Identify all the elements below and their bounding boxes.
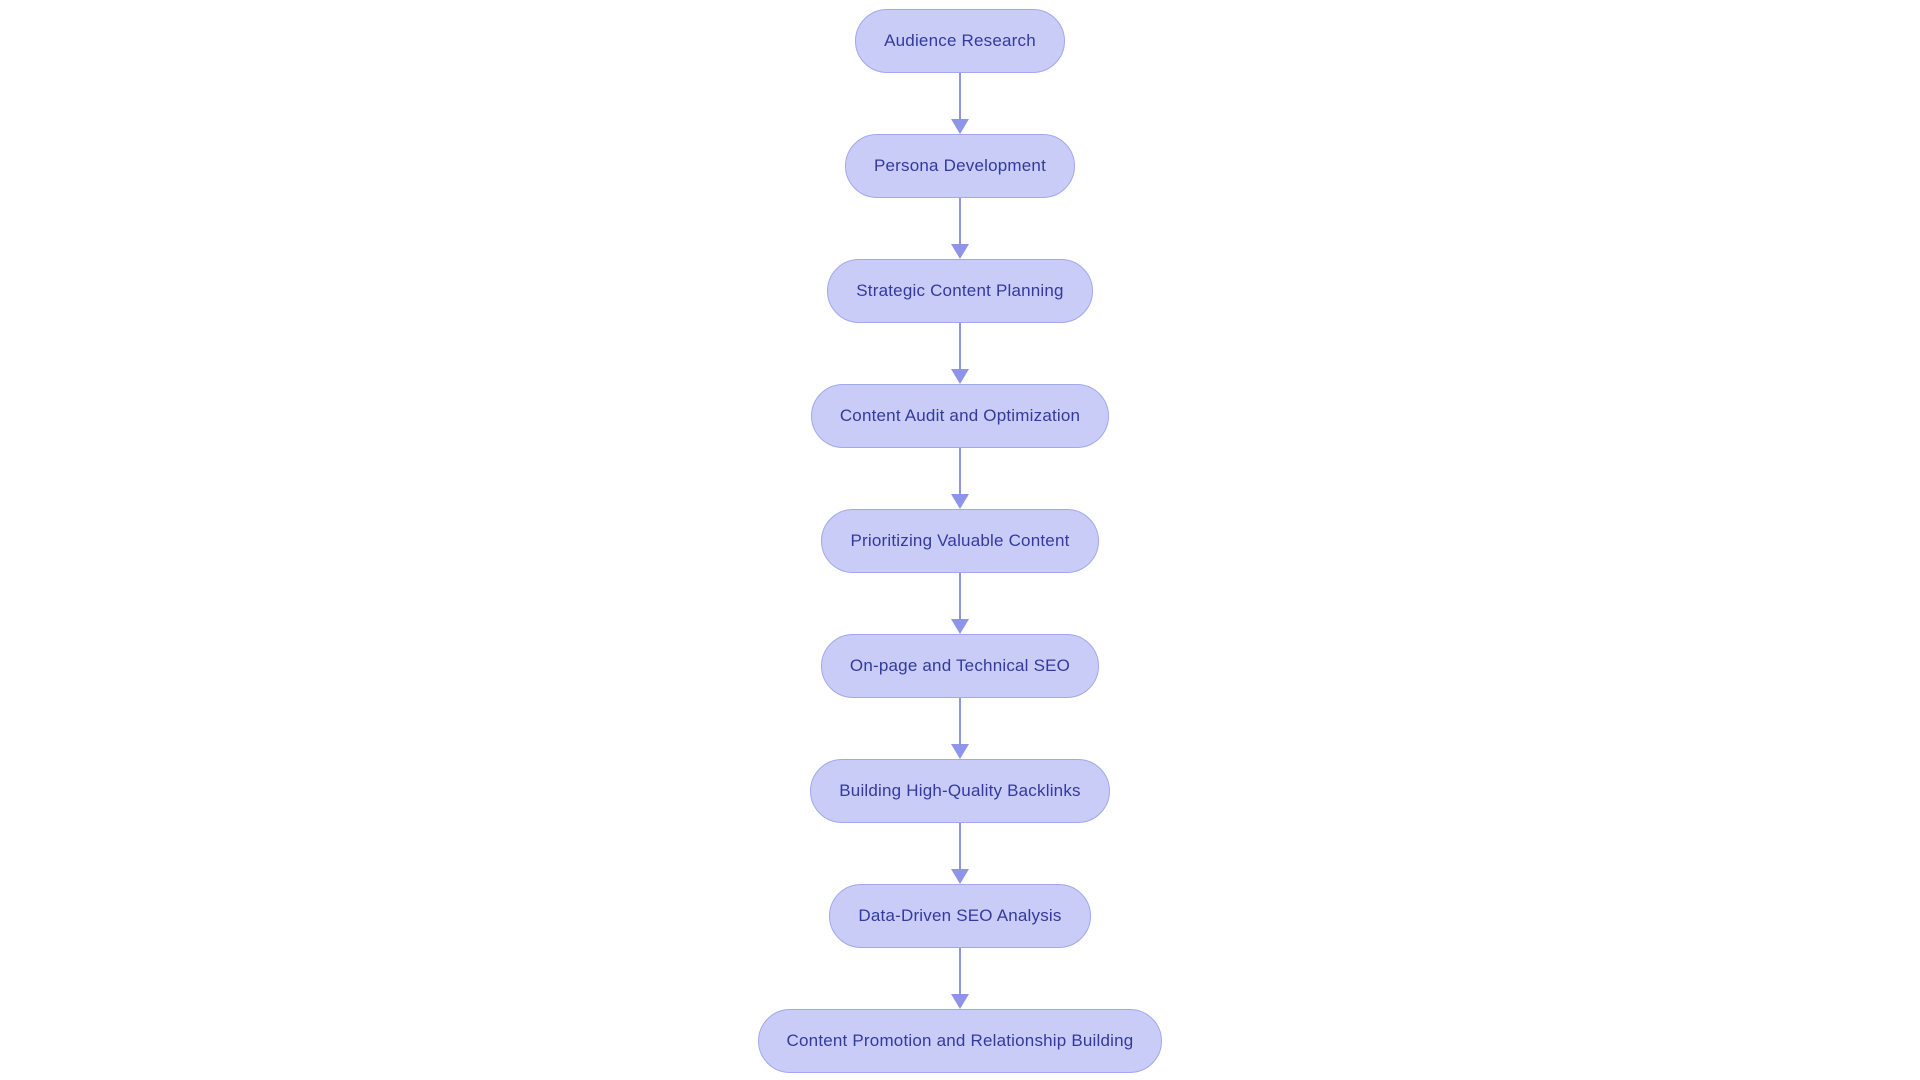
connector-line [959,198,961,244]
arrow-down-icon [951,119,969,134]
arrow-down-icon [951,619,969,634]
flow-node-label: Persona Development [873,156,1046,175]
flow-node-label: Prioritizing Valuable Content [850,531,1070,550]
arrow-down-icon [951,494,969,509]
connector-line [959,323,961,369]
flow-node-label: Strategic Content Planning [856,281,1064,300]
flow-connector-strategic-content-planning-to-content-audit-and-optimization [951,323,969,384]
flow-node-prioritizing-valuable-content: Prioritizing Valuable Content [821,509,1099,573]
arrow-down-icon [951,244,969,259]
flow-node-content-promotion-and-relationship-building: Content Promotion and Relationship Build… [757,1009,1163,1073]
connector-line [959,73,961,119]
flow-node-label: Audience Research [884,31,1036,50]
connector-line [959,448,961,494]
flow-node-strategic-content-planning: Strategic Content Planning [827,259,1093,323]
flow-connector-data-driven-seo-analysis-to-content-promotion-and-relationship-building [951,948,969,1009]
flow-connector-on-page-and-technical-seo-to-building-high-quality-backlinks [951,698,969,759]
flow-node-label: On-page and Technical SEO [849,656,1071,675]
flow-node-label: Content Audit and Optimization [839,406,1081,425]
connector-line [959,823,961,869]
flow-node-persona-development: Persona Development [844,134,1075,198]
flow-node-audience-research: Audience Research [855,9,1065,73]
flow-connector-prioritizing-valuable-content-to-on-page-and-technical-seo [951,573,969,634]
flow-node-data-driven-seo-analysis: Data-Driven SEO Analysis [829,884,1091,948]
flow-node-label: Building High-Quality Backlinks [839,781,1081,800]
arrow-down-icon [951,994,969,1009]
arrow-down-icon [951,369,969,384]
connector-line [959,698,961,744]
arrow-down-icon [951,869,969,884]
connector-line [959,573,961,619]
flow-connector-audience-research-to-persona-development [951,73,969,134]
flow-node-content-audit-and-optimization: Content Audit and Optimization [810,384,1110,448]
flow-node-label: Data-Driven SEO Analysis [858,906,1062,925]
flow-node-building-high-quality-backlinks: Building High-Quality Backlinks [810,759,1110,823]
flow-node-on-page-and-technical-seo: On-page and Technical SEO [820,634,1100,698]
flow-connector-building-high-quality-backlinks-to-data-driven-seo-analysis [951,823,969,884]
arrow-down-icon [951,744,969,759]
flow-node-label: Content Promotion and Relationship Build… [786,1031,1134,1050]
flow-connector-content-audit-and-optimization-to-prioritizing-valuable-content [951,448,969,509]
connector-line [959,948,961,994]
flow-connector-persona-development-to-strategic-content-planning [951,198,969,259]
